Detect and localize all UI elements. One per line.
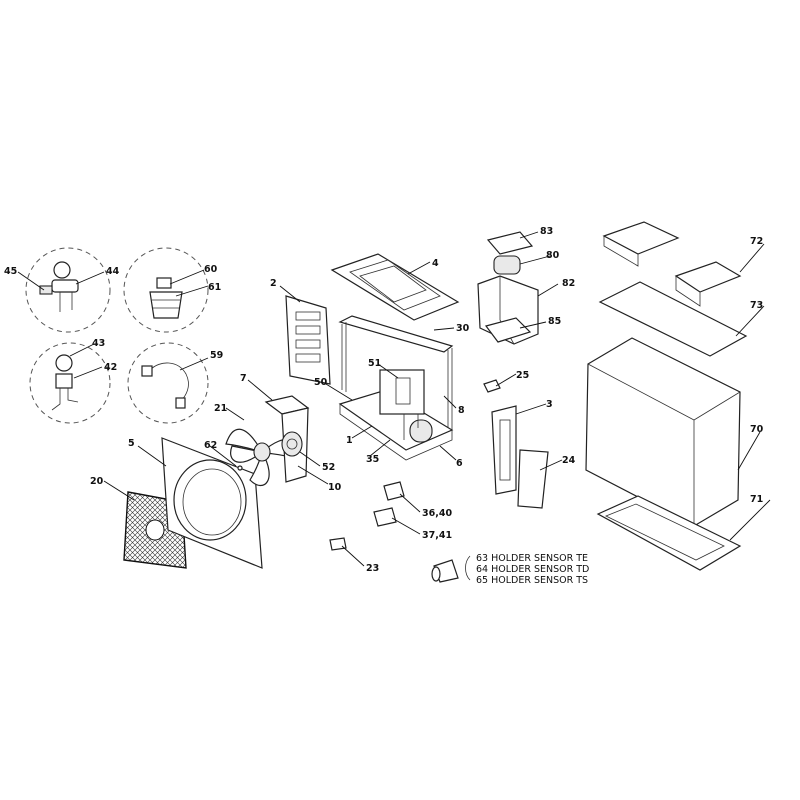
callout-80: 80 bbox=[546, 250, 560, 261]
sensor-note-td: 64 HOLDER SENSOR TD bbox=[476, 564, 589, 575]
side-panel bbox=[285, 295, 331, 385]
callout-21: 21 bbox=[214, 403, 227, 414]
callout-72: 72 bbox=[750, 236, 763, 247]
detail-circle-cable-59 bbox=[127, 342, 209, 424]
callout-20: 20 bbox=[90, 476, 104, 487]
sensor-holder-notes: 63 HOLDER SENSOR TE 64 HOLDER SENSOR TD … bbox=[476, 553, 589, 586]
callout-61: 61 bbox=[208, 282, 221, 293]
callout-2: 2 bbox=[270, 278, 277, 289]
callout-51: 51 bbox=[368, 358, 381, 369]
detail-circle-coil-60-61 bbox=[123, 247, 209, 333]
front-panel bbox=[161, 437, 263, 569]
callout-6: 6 bbox=[456, 458, 463, 469]
callout-5: 5 bbox=[128, 438, 135, 449]
callout-4: 4 bbox=[432, 258, 439, 269]
motor-bracket bbox=[264, 395, 310, 483]
detail-circle-valve-44-45 bbox=[25, 247, 111, 333]
callout-52: 52 bbox=[322, 462, 335, 473]
callout-43: 43 bbox=[92, 338, 105, 349]
callout-83: 83 bbox=[540, 226, 553, 237]
condenser-coil bbox=[338, 315, 454, 430]
callout-30: 30 bbox=[456, 323, 470, 334]
callout-3: 3 bbox=[546, 399, 553, 410]
callout-82: 82 bbox=[562, 278, 575, 289]
callout-45: 45 bbox=[4, 266, 17, 277]
callout-42: 42 bbox=[104, 362, 117, 373]
callout-60: 60 bbox=[204, 264, 218, 275]
callout-73: 73 bbox=[750, 300, 763, 311]
fan-blade bbox=[225, 428, 296, 486]
callout-labels: 2 4 5 6 7 8 10 1 3 20 21 23 24 25 30 35 … bbox=[4, 226, 764, 574]
sensor-note-ts: 65 HOLDER SENSOR TS bbox=[476, 575, 588, 586]
packaging bbox=[585, 221, 748, 571]
base-chassis bbox=[338, 369, 454, 461]
callout-37-41: 37,41 bbox=[422, 530, 452, 541]
callout-7: 7 bbox=[240, 373, 247, 384]
valve-fittings bbox=[237, 379, 501, 551]
callout-44: 44 bbox=[106, 266, 120, 277]
leader-lines bbox=[17, 231, 771, 567]
callout-10: 10 bbox=[328, 482, 342, 493]
callout-23: 23 bbox=[366, 563, 379, 574]
callout-24: 24 bbox=[562, 455, 576, 466]
callout-1: 1 bbox=[346, 435, 353, 446]
detail-circle-valve-42-43 bbox=[29, 342, 111, 424]
callout-59: 59 bbox=[210, 350, 223, 361]
callout-70: 70 bbox=[750, 424, 764, 435]
callout-71: 71 bbox=[750, 494, 763, 505]
callout-36-40: 36,40 bbox=[422, 508, 452, 519]
callout-8: 8 bbox=[458, 405, 465, 416]
callout-35: 35 bbox=[366, 454, 379, 465]
sensor-note-te: 63 HOLDER SENSOR TE bbox=[476, 553, 588, 564]
callout-85: 85 bbox=[548, 316, 561, 327]
callout-62: 62 bbox=[204, 440, 217, 451]
sensor-holder bbox=[431, 555, 471, 583]
callout-50: 50 bbox=[314, 377, 328, 388]
top-cover bbox=[330, 253, 460, 321]
right-side-panel bbox=[491, 405, 549, 509]
electrical-box bbox=[477, 231, 539, 345]
callout-25: 25 bbox=[516, 370, 529, 381]
